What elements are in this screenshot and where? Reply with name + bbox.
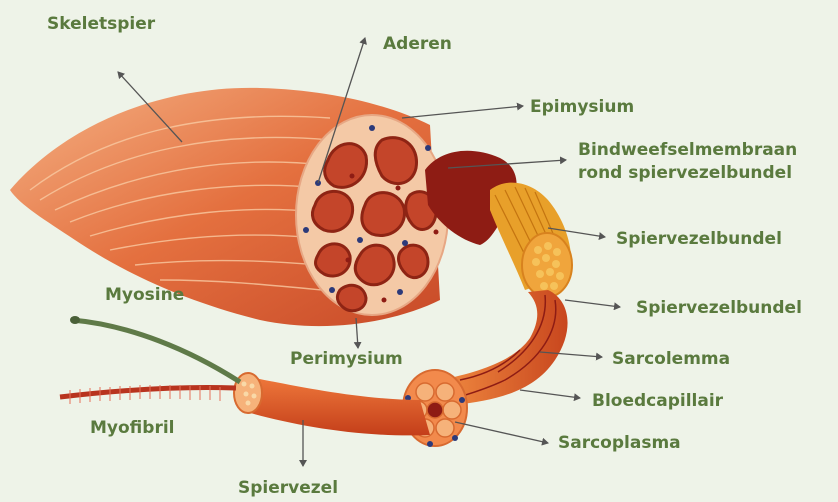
label-bloedcapillair: Bloedcapillair	[592, 391, 723, 411]
label-sarcoplasma: Sarcoplasma	[558, 433, 681, 453]
label-sarcolemma: Sarcolemma	[612, 349, 730, 369]
label-perimysium: Perimysium	[290, 349, 403, 369]
label-aderen: Aderen	[383, 34, 452, 54]
label-rond-spiervezelbundel: rond spiervezelbundel	[578, 163, 792, 183]
label-skeletspier: Skeletspier	[47, 14, 155, 34]
label-bindweefselmembraan: Bindweefselmembraan	[578, 140, 797, 160]
myosin-head-shape	[70, 316, 80, 324]
label-epimysium: Epimysium	[530, 97, 634, 117]
label-spiervezelbundel-1: Spiervezelbundel	[616, 229, 782, 249]
label-myosine: Myosine	[105, 285, 184, 305]
muscle-fiber-shape	[240, 375, 430, 435]
label-myofibril: Myofibril	[90, 418, 175, 438]
myosin-strand-shape	[72, 320, 240, 382]
label-spiervezelbundel-2: Spiervezelbundel	[636, 298, 802, 318]
label-spiervezel: Spiervezel	[238, 478, 338, 498]
